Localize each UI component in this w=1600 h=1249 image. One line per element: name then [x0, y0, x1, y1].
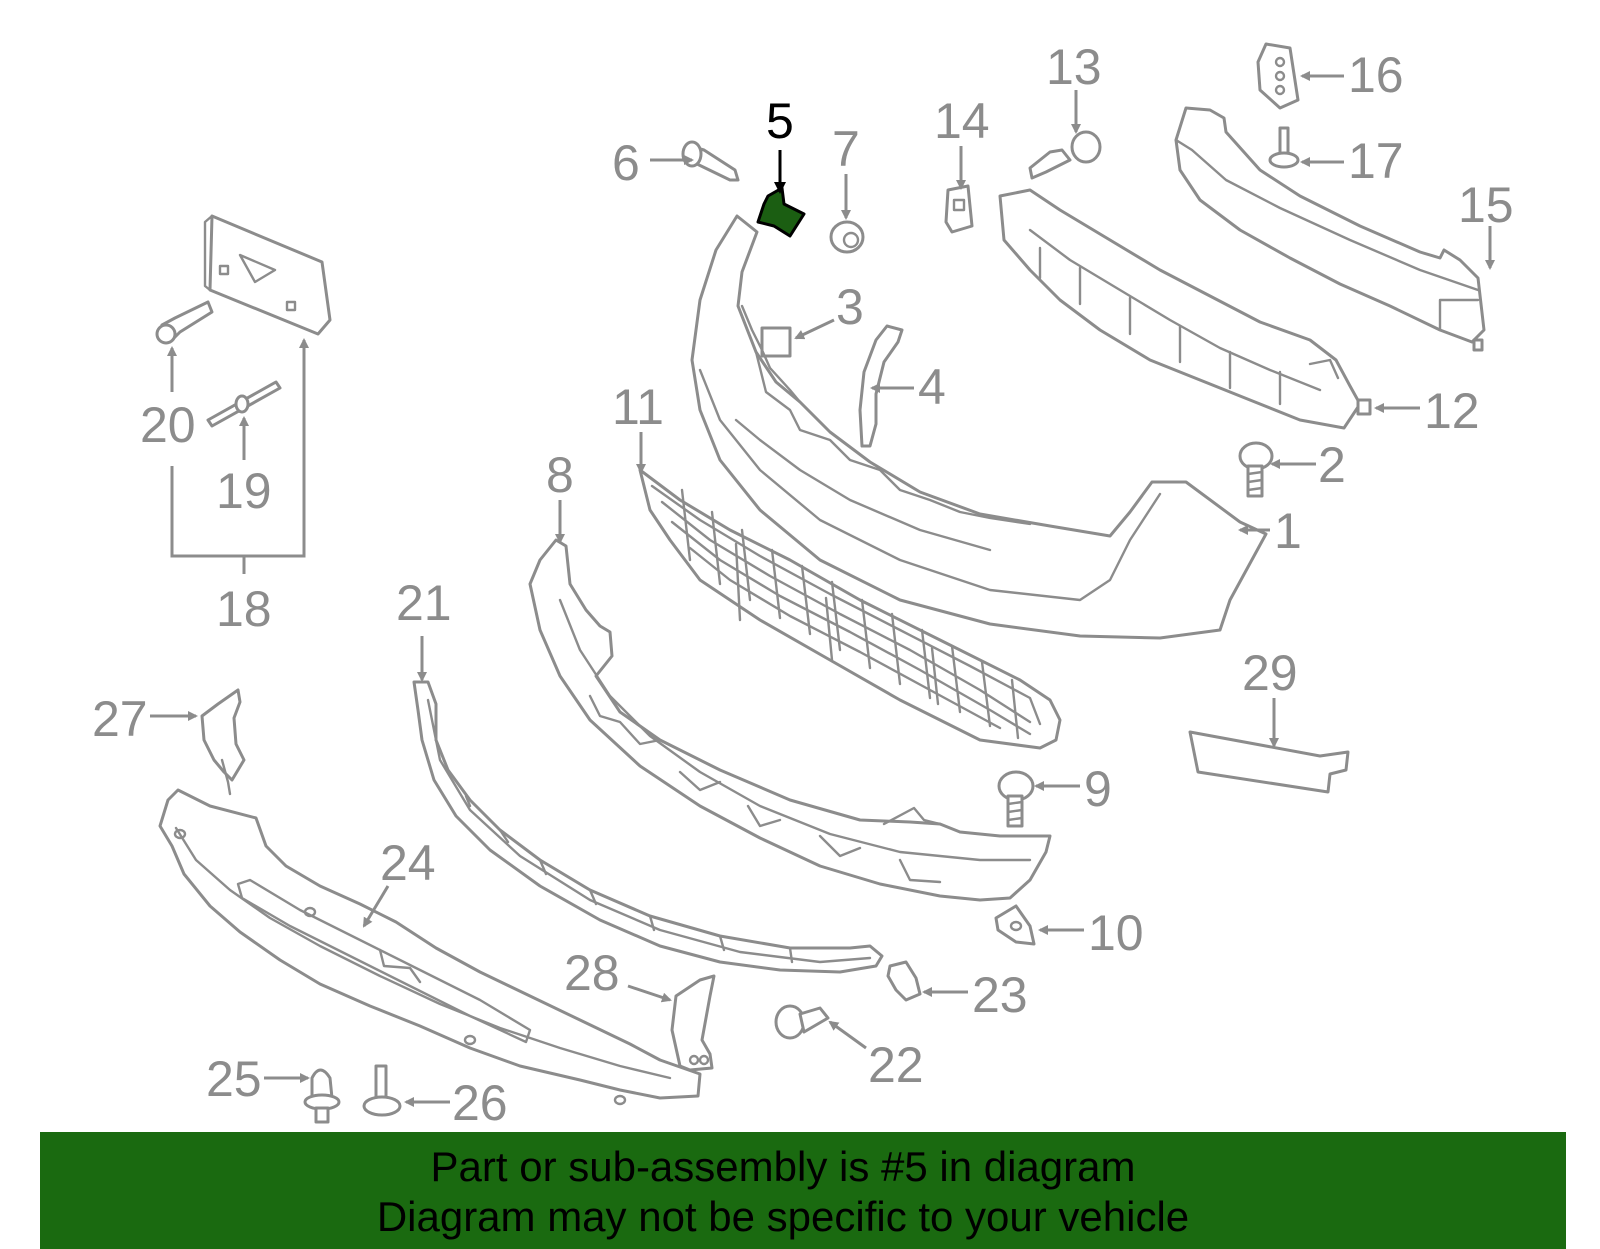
- part-14-nut: [944, 184, 974, 234]
- part-22-bolt: [774, 1004, 830, 1040]
- callout-11: 11: [612, 379, 664, 435]
- part-19-pin: [206, 380, 282, 428]
- callout-8: 8: [546, 447, 574, 503]
- callout-14: 14: [934, 93, 990, 149]
- callout-27: 27: [92, 691, 148, 747]
- callout-29: 29: [1242, 645, 1298, 701]
- part-5-highlighted-bracket: [756, 186, 806, 238]
- part-27-bracket: [200, 688, 246, 796]
- callout-28: 28: [564, 945, 620, 1001]
- callout-20: 20: [140, 397, 196, 453]
- part-25-push-pin: [303, 1068, 341, 1124]
- callout-7: 7: [832, 121, 860, 177]
- callout-19: 19: [216, 463, 272, 519]
- callout-16: 16: [1348, 47, 1404, 103]
- callout-18: 18: [216, 581, 272, 637]
- callout-10: 10: [1088, 905, 1144, 961]
- part-12-absorber: [998, 188, 1372, 430]
- part-7-clip: [829, 220, 865, 254]
- callout-2: 2: [1318, 437, 1346, 493]
- part-16-plate: [1256, 42, 1300, 110]
- part-15-reinforcement-beam: [1174, 106, 1486, 352]
- callout-25: 25: [206, 1051, 262, 1107]
- callout-1: 1: [1274, 503, 1302, 559]
- part-24-splash-shield: [158, 788, 702, 1106]
- callout-22: 22: [868, 1037, 924, 1093]
- part-2-bolt: [1238, 441, 1274, 498]
- part-21-deflector: [412, 680, 884, 974]
- part-8-lower-valance: [528, 538, 1052, 902]
- part-29-trim: [1188, 730, 1350, 794]
- info-banner: Part or sub-assembly is #5 in diagram Di…: [40, 1132, 1566, 1249]
- callout-21: 21: [396, 575, 452, 631]
- part-20-bolt: [155, 300, 214, 345]
- part-1-bumper-cover: [690, 214, 1268, 640]
- part-18-license-bracket: [203, 214, 332, 336]
- part-9-bolt: [997, 770, 1035, 828]
- banner-line-1: Part or sub-assembly is #5 in diagram: [430, 1143, 1136, 1190]
- part-10-clip: [994, 904, 1036, 946]
- callout-6: 6: [612, 135, 640, 191]
- callout-numbers: 1 2 3 4 5 6 7 8 9 10 11 12 13 14 15 16 1…: [92, 39, 1514, 1131]
- part-28-bracket: [670, 974, 716, 1072]
- banner-background: [40, 1132, 1566, 1249]
- callout-5: 5: [766, 93, 794, 149]
- callout-24: 24: [380, 835, 436, 891]
- leader-lines: [150, 71, 1495, 1107]
- part-11-grille: [638, 468, 1062, 750]
- callout-3: 3: [836, 279, 864, 335]
- part-13-bolt: [1028, 130, 1102, 180]
- part-23-clip: [886, 960, 922, 1002]
- callout-17: 17: [1348, 133, 1404, 189]
- callout-15: 15: [1458, 177, 1514, 233]
- callout-26: 26: [452, 1075, 508, 1131]
- callout-9: 9: [1084, 761, 1112, 817]
- callout-12: 12: [1424, 383, 1480, 439]
- part-4-strip: [858, 324, 904, 448]
- part-17-stud: [1268, 126, 1300, 169]
- callout-23: 23: [972, 967, 1028, 1023]
- part-6-screw: [681, 140, 740, 182]
- callout-13: 13: [1046, 39, 1102, 95]
- part-26-stud: [362, 1064, 402, 1117]
- callout-4: 4: [918, 359, 946, 415]
- banner-line-2: Diagram may not be specific to your vehi…: [376, 1193, 1190, 1240]
- part-3-square: [760, 326, 792, 358]
